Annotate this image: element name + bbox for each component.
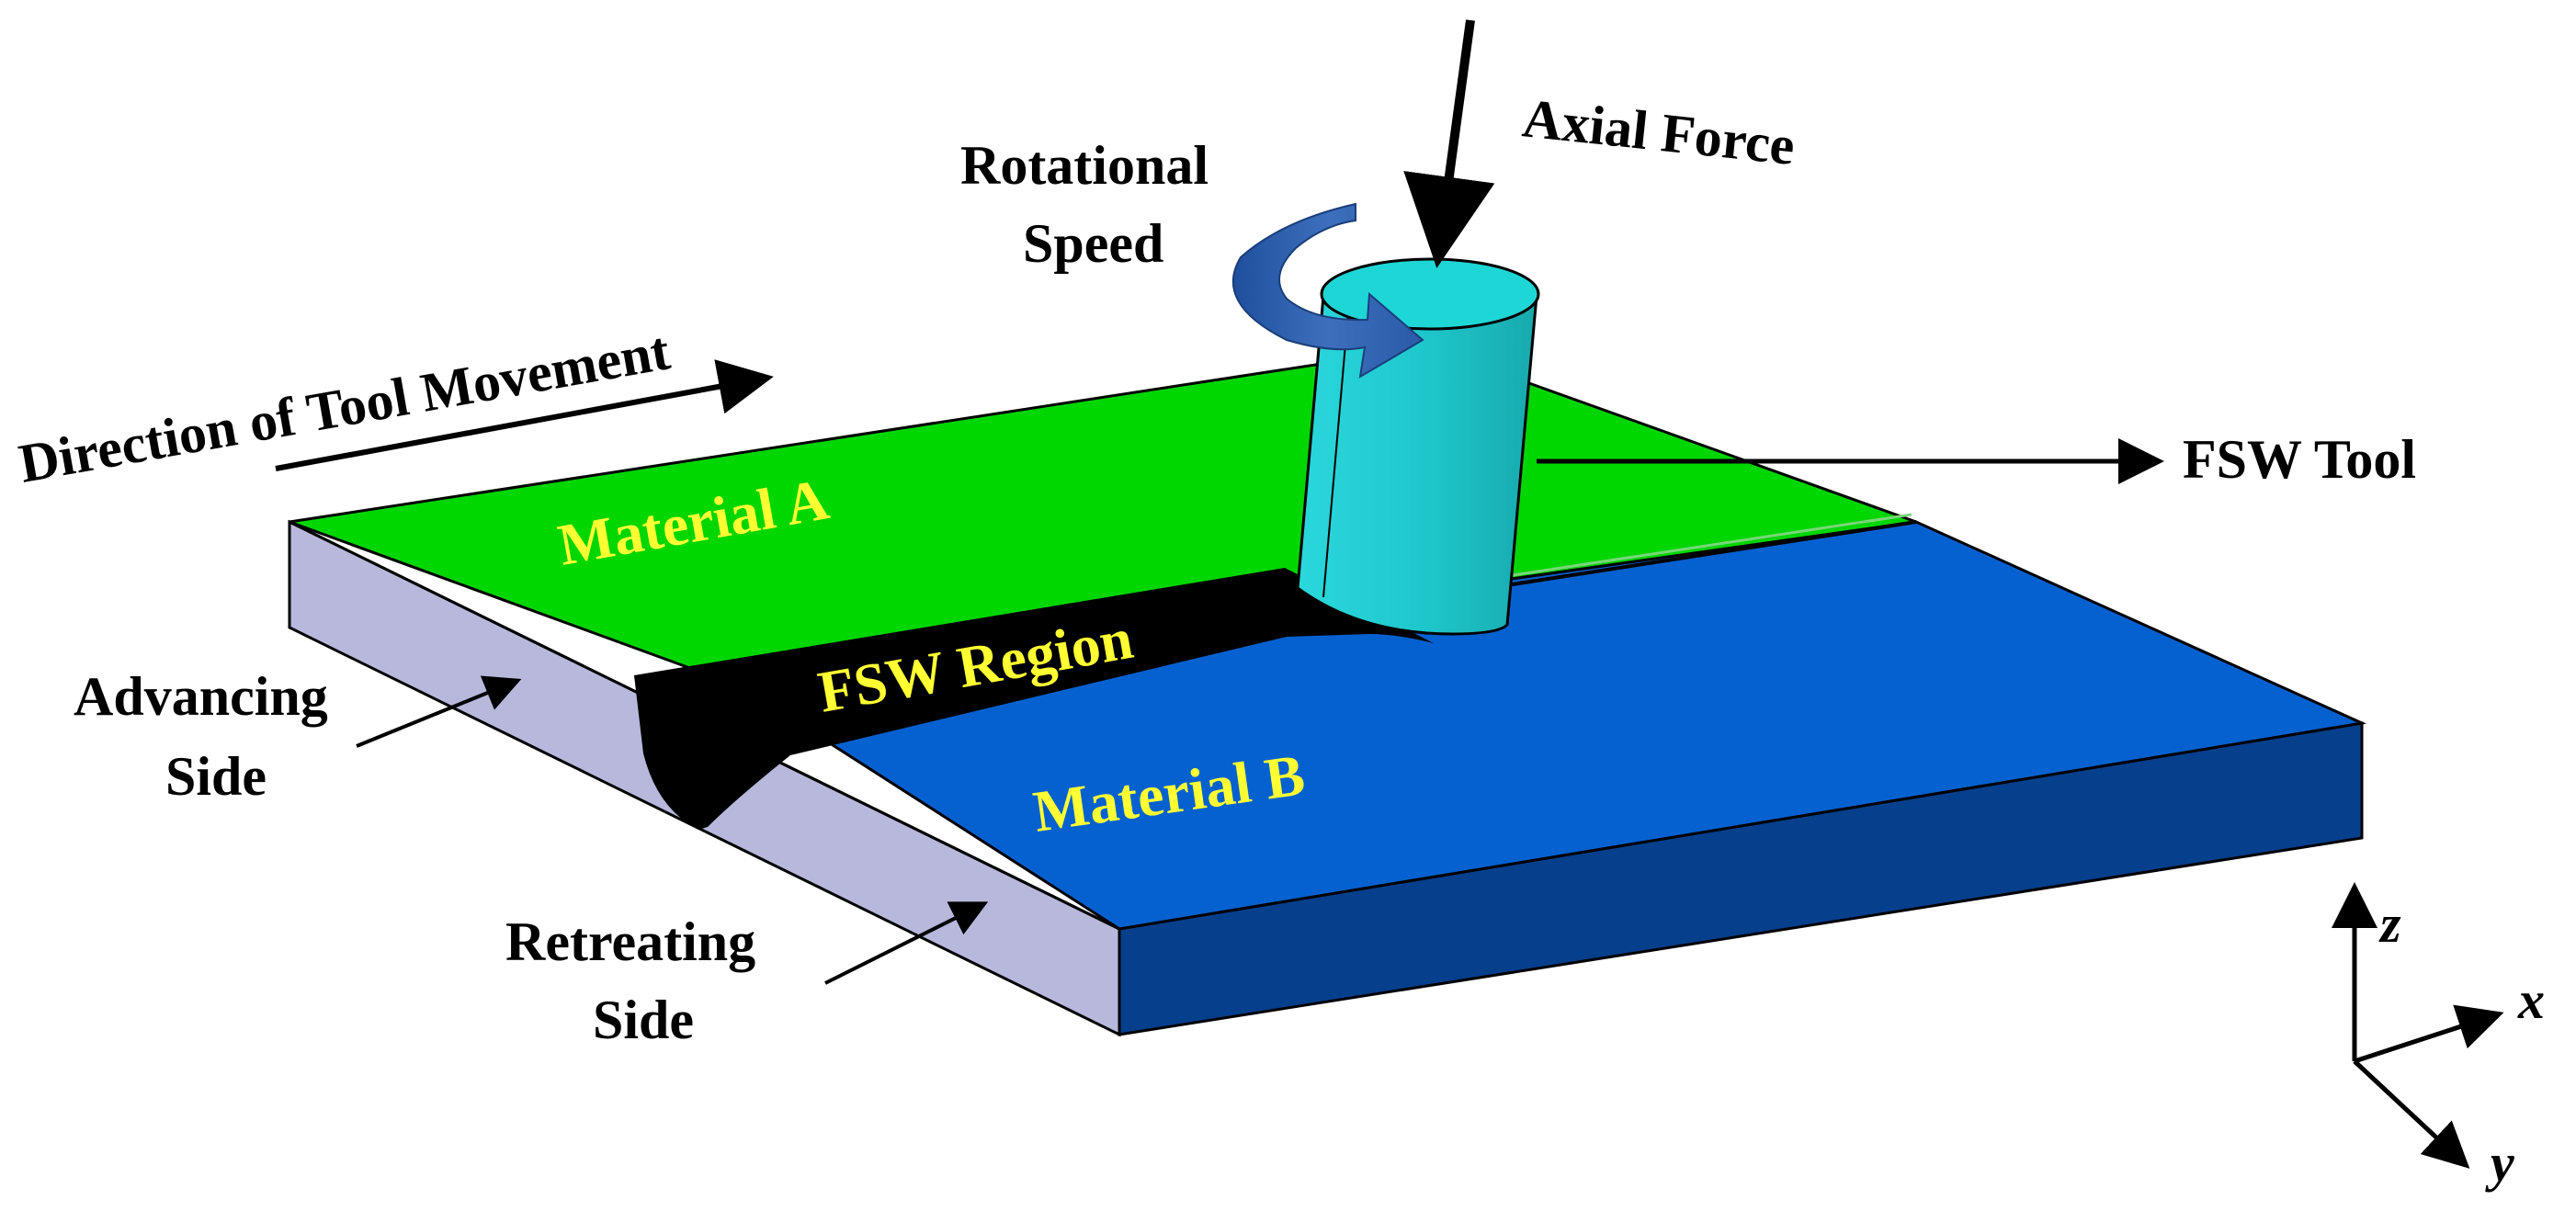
retreating-label: Retreating (505, 911, 755, 972)
x-axis-arrow (2354, 1004, 2504, 1064)
x-axis-label: x (2517, 970, 2545, 1030)
retreating-pointer (824, 901, 989, 985)
axial-force-arrow (1403, 19, 1495, 268)
retreating-side-label: Side (593, 990, 694, 1050)
material-b-surface (738, 520, 2367, 931)
tool-top (1320, 257, 1540, 331)
fsw-tool (1296, 257, 1540, 636)
joint-line-highlight (1488, 513, 1912, 581)
tool-body (1296, 294, 1538, 636)
tool-edge-line (1322, 311, 1349, 598)
axial-force-label: Axial Force (1520, 87, 1798, 176)
direction-arrow (275, 359, 774, 471)
advancing-pointer (356, 675, 522, 748)
z-axis-label: z (2378, 894, 2401, 954)
plate-edge-line (289, 520, 1120, 931)
coordinate-axes: z x y (2332, 882, 2545, 1193)
y-axis-label: y (2485, 1133, 2514, 1193)
advancing-side-label: Side (165, 746, 267, 807)
y-axis-arrow (2353, 1059, 2470, 1169)
joint-line (1488, 520, 1917, 590)
rotational-label: Rotational (960, 135, 1209, 196)
fsw-tool-label: FSW Tool (2183, 429, 2416, 490)
fsw-region (634, 568, 1434, 830)
rotation-arrow (1231, 202, 1424, 379)
advancing-label: Advancing (74, 666, 328, 727)
direction-label: Direction of Tool Movement (15, 320, 675, 494)
speed-label: Speed (1023, 213, 1163, 274)
